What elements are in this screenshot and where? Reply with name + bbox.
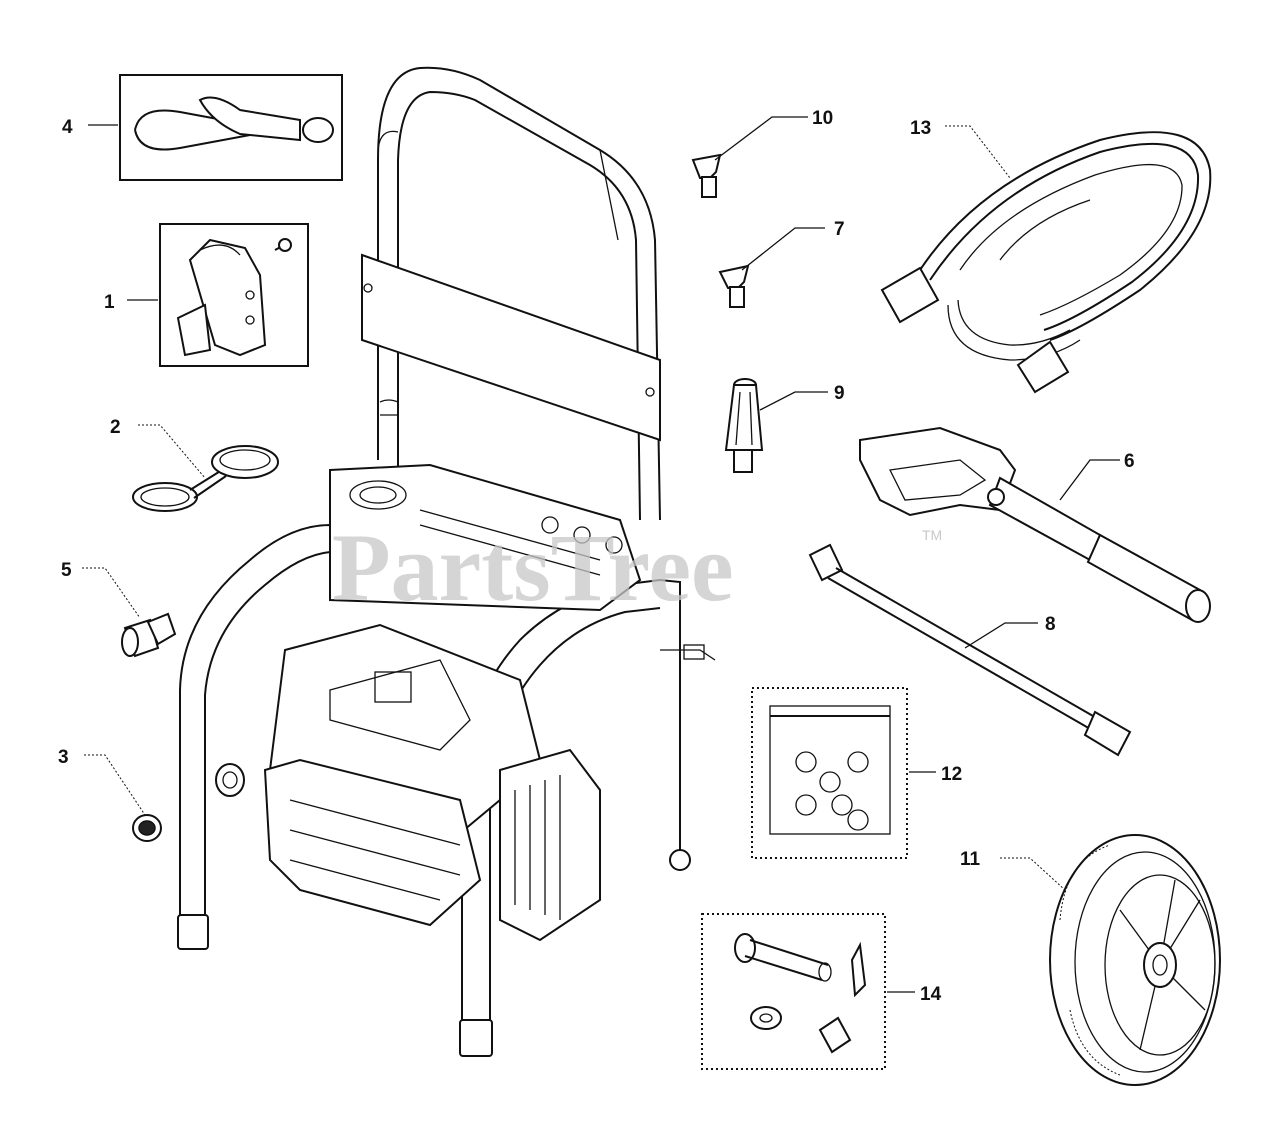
callout-6: 6 xyxy=(1124,451,1135,472)
part-10-nozzle xyxy=(691,153,722,198)
part-11-wheel xyxy=(1049,834,1221,1086)
callout-4: 4 xyxy=(62,117,73,138)
part-5-quick-connector xyxy=(121,612,177,658)
part-3-inlet-filter xyxy=(132,814,162,842)
callout-12: 12 xyxy=(941,764,962,785)
callout-10: 10 xyxy=(812,108,833,129)
callout-3: 3 xyxy=(58,747,69,768)
watermark-trademark: TM xyxy=(922,527,942,543)
callout-2: 2 xyxy=(110,417,121,438)
callout-14: 14 xyxy=(920,984,942,1005)
part-1-holder-bracket xyxy=(159,223,309,367)
part-4-strap xyxy=(119,74,343,181)
part-2-filter-cap xyxy=(132,445,279,512)
callout-8: 8 xyxy=(1045,614,1056,635)
watermark-text: PartsTree xyxy=(332,514,734,621)
callout-1: 1 xyxy=(104,292,115,313)
part-7-nozzle xyxy=(718,264,750,308)
pressure-washer-main-unit xyxy=(177,66,716,1057)
part-8-wand xyxy=(808,543,1132,757)
callout-5: 5 xyxy=(61,560,72,581)
part-6-spray-gun xyxy=(859,426,1211,623)
callout-9: 9 xyxy=(834,383,845,404)
leader-lines xyxy=(82,116,1120,993)
part-9-turbo-nozzle xyxy=(724,378,764,473)
callout-13: 13 xyxy=(910,118,931,139)
part-13-hose xyxy=(880,131,1212,394)
watermark: PartsTree TM xyxy=(332,514,942,621)
part-12-oring-kit xyxy=(751,687,908,859)
part-14-axle-kit xyxy=(701,913,886,1070)
callout-numbers: 1 2 3 4 5 6 7 8 9 10 11 12 13 14 xyxy=(58,108,1135,1005)
callout-7: 7 xyxy=(834,219,845,240)
callout-11: 11 xyxy=(960,849,981,870)
